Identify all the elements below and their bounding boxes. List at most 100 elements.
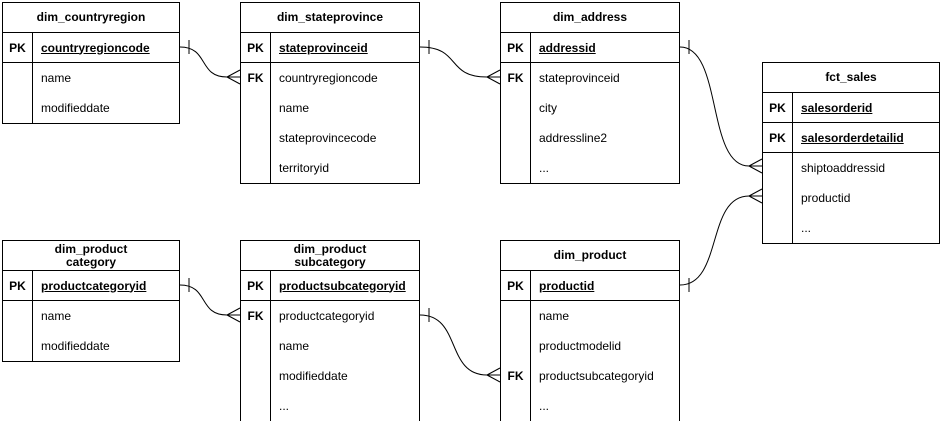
entity-title-line: dim_countryregion xyxy=(36,10,146,24)
entity-title: dim_countryregion xyxy=(3,3,179,33)
cardinality-many-crowsfoot xyxy=(226,307,241,323)
relationship-dim_address-to-fct_sales[interactable] xyxy=(679,40,763,174)
field-name: stateprovinceid xyxy=(279,40,368,55)
attribute-row-countryregioncode[interactable]: FK countryregioncode xyxy=(241,63,419,93)
attribute-row-shiptoaddressid[interactable]: shiptoaddressid xyxy=(763,153,939,183)
key-label: PK xyxy=(241,271,271,300)
relationship-line[interactable] xyxy=(179,284,228,316)
attribute-row-territoryid[interactable]: territoryid xyxy=(241,153,419,183)
field-name: productsubcategoryid xyxy=(279,278,406,293)
key-label xyxy=(3,301,33,331)
entity-title-line: fct_sales xyxy=(825,70,877,84)
attribute-row-name[interactable]: name xyxy=(501,301,679,331)
key-label xyxy=(501,93,531,123)
key-label: PK xyxy=(241,33,271,62)
attribute-row-modifieddate[interactable]: modifieddate xyxy=(3,93,179,123)
attribute-row-more[interactable]: ... xyxy=(241,391,419,421)
attribute-row-stateprovinceid[interactable]: PK stateprovinceid xyxy=(241,33,419,63)
key-label xyxy=(3,63,33,93)
attribute-row-modifieddate[interactable]: modifieddate xyxy=(3,331,179,361)
key-label xyxy=(501,123,531,153)
field-name: productcategoryid xyxy=(279,309,375,323)
attribute-row-productmodelid[interactable]: productmodelid xyxy=(501,331,679,361)
key-label xyxy=(241,153,271,183)
attribute-row-name[interactable]: name xyxy=(3,301,179,331)
field-name: modifieddate xyxy=(41,339,110,353)
attribute-row-productsubcategoryid[interactable]: PK productsubcategoryid xyxy=(241,271,419,301)
key-label xyxy=(241,123,271,153)
field-name: productid xyxy=(539,278,595,293)
attribute-row-stateprovinceid[interactable]: FK stateprovinceid xyxy=(501,63,679,93)
key-label xyxy=(501,331,531,361)
relationship-line[interactable] xyxy=(679,195,750,286)
relationship-dim_product-subcategory-to-dim_product[interactable] xyxy=(419,308,501,383)
attribute-row-stateprovincecode[interactable]: stateprovincecode xyxy=(241,123,419,153)
key-label: PK xyxy=(763,93,793,122)
attribute-row-name[interactable]: name xyxy=(3,63,179,93)
relationship-dim_product-to-fct_sales[interactable] xyxy=(679,188,763,292)
relationship-line[interactable] xyxy=(419,314,488,376)
key-label: PK xyxy=(3,271,33,300)
cardinality-many-crowsfoot xyxy=(486,367,501,383)
cardinality-many-crowsfoot xyxy=(748,158,763,174)
attribute-row-name[interactable]: name xyxy=(241,93,419,123)
attribute-row-addressline2[interactable]: addressline2 xyxy=(501,123,679,153)
entity-title-line: dim_address xyxy=(552,10,628,24)
key-label: FK xyxy=(501,361,531,391)
relationship-dim_countryregion-to-dim_stateprovince[interactable] xyxy=(179,40,241,85)
key-label: FK xyxy=(241,63,271,93)
attribute-row-city[interactable]: city xyxy=(501,93,679,123)
key-label xyxy=(763,153,793,183)
key-label xyxy=(241,331,271,361)
field-name: countryregioncode xyxy=(279,71,378,85)
entity-title: dim_product xyxy=(501,241,679,271)
field-name: addressid xyxy=(539,40,596,55)
key-label xyxy=(763,183,793,213)
entity-title-line: subcategory xyxy=(294,254,366,269)
relationship-dim_product-category-to-dim_product-subcategory[interactable] xyxy=(179,278,241,323)
field-name: name xyxy=(279,101,310,115)
attribute-row-more[interactable]: ... xyxy=(763,213,939,243)
relationship-line[interactable] xyxy=(179,46,228,78)
attribute-row-modifieddate[interactable]: modifieddate xyxy=(241,361,419,391)
field-name: ... xyxy=(801,221,812,235)
attribute-row-addressid[interactable]: PK addressid xyxy=(501,33,679,63)
attribute-row-more[interactable]: ... xyxy=(501,153,679,183)
key-label xyxy=(501,391,531,421)
key-label xyxy=(3,93,33,123)
key-label: PK xyxy=(3,33,33,62)
key-label xyxy=(763,213,793,243)
field-name: productmodelid xyxy=(539,339,622,353)
entity-title-line: dim_stateprovince xyxy=(276,10,384,24)
key-label xyxy=(501,301,531,331)
attribute-row-more[interactable]: ... xyxy=(501,391,679,421)
relationship-line[interactable] xyxy=(419,46,488,78)
attribute-row-productid[interactable]: productid xyxy=(763,183,939,213)
key-label: FK xyxy=(501,63,531,93)
relationship-dim_stateprovince-to-dim_address[interactable] xyxy=(419,40,501,85)
field-name: stateprovinceid xyxy=(539,71,620,85)
key-label: PK xyxy=(501,33,531,62)
relationship-line[interactable] xyxy=(679,46,750,167)
field-name: city xyxy=(539,101,557,115)
entity-title-line: dim_product xyxy=(553,248,627,262)
attribute-row-name[interactable]: name xyxy=(241,331,419,361)
key-label xyxy=(241,93,271,123)
